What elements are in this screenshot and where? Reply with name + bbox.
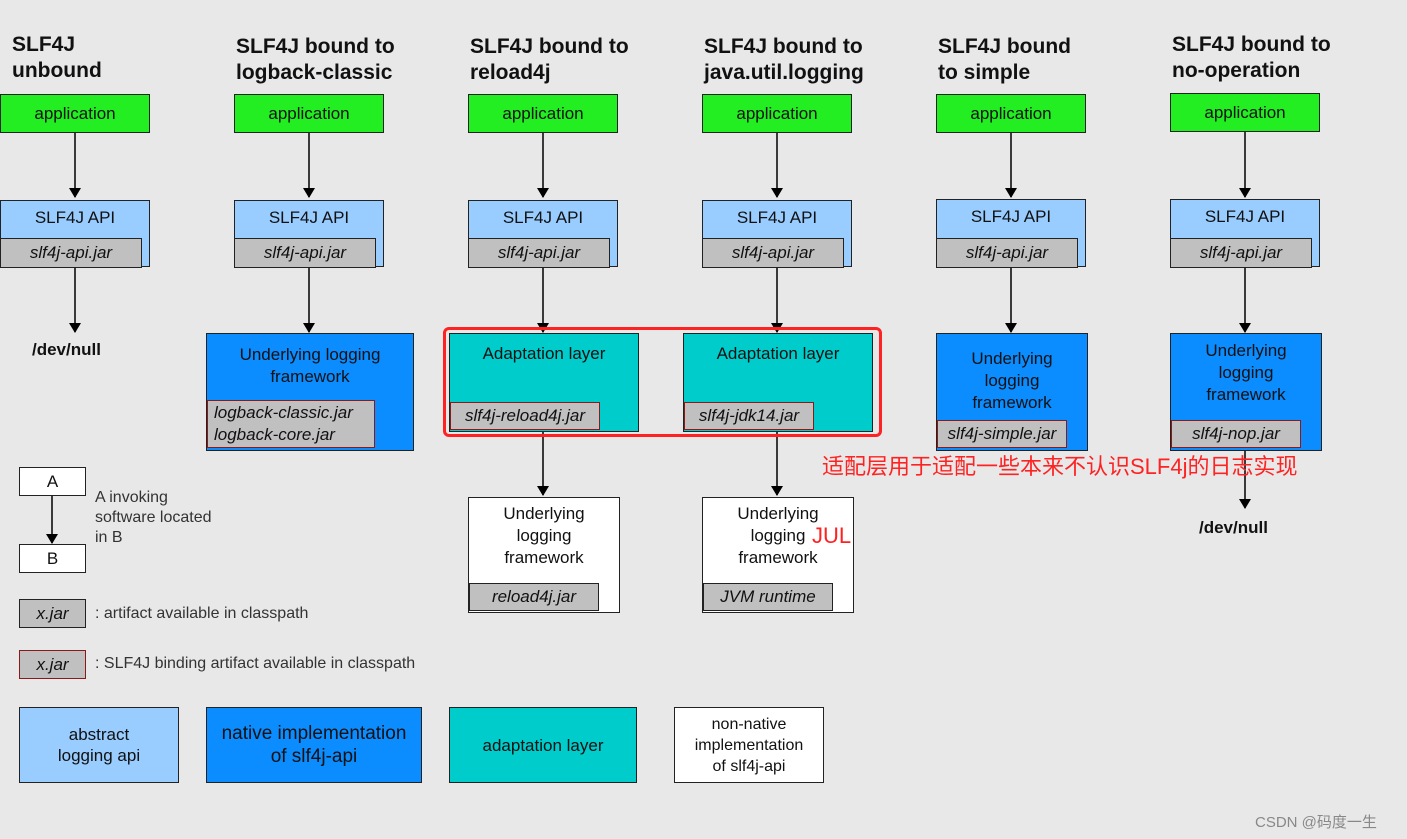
legend-abstract-box: abstract logging api: [19, 707, 179, 783]
column-title-unbound: SLF4J unbound: [12, 33, 102, 82]
dev-null-label: /dev/null: [32, 340, 101, 359]
watermark: CSDN @码度一生: [1255, 814, 1377, 831]
column-title-reload4j: SLF4J bound to reload4j: [470, 35, 629, 84]
slf4j-api-box: SLF4J API slf4j-api.jar: [936, 199, 1086, 268]
api-label: SLF4J API: [34, 208, 116, 227]
adaptation-jar: slf4j-reload4j.jar: [450, 402, 600, 430]
impl-jar: slf4j-simple.jar: [937, 420, 1067, 448]
api-jar: slf4j-api.jar: [1170, 238, 1312, 268]
legend-binding-desc: : SLF4J binding artifact available in cl…: [95, 655, 416, 672]
adaptation-label: Adaptation layer: [716, 344, 840, 363]
api-jar: slf4j-api.jar: [702, 238, 844, 268]
adaptation-jar: slf4j-jdk14.jar: [684, 402, 814, 430]
underlying-jar: JVM runtime: [703, 583, 833, 611]
legend-native-box: native implementation of slf4j-api: [206, 707, 422, 783]
legend-jar-desc: : artifact available in classpath: [95, 605, 309, 622]
slf4j-api-box: SLF4J API slf4j-api.jar: [0, 200, 150, 268]
legend-jar-sample: x.jar: [19, 599, 86, 628]
api-label: SLF4J API: [1204, 207, 1286, 226]
adaptation-label: Adaptation layer: [482, 344, 606, 363]
column-title-logback: SLF4J bound to logback-classic: [236, 35, 395, 84]
reload4j-adaptation-box: Adaptation layer slf4j-reload4j.jar: [449, 333, 639, 432]
adaptation-note: 适配层用于适配一些本来不认识SLF4j的日志实现: [822, 454, 1298, 479]
api-jar: slf4j-api.jar: [468, 238, 610, 268]
api-jar: slf4j-api.jar: [0, 238, 142, 268]
underlying-jar: reload4j.jar: [469, 583, 599, 611]
application-box: application: [936, 94, 1086, 133]
column-title-simple: SLF4J bound to simple: [938, 35, 1071, 84]
api-label: SLF4J API: [268, 208, 350, 227]
legend-a-box: A: [19, 467, 86, 496]
slf4j-api-box: SLF4J API slf4j-api.jar: [468, 200, 618, 268]
logback-framework-box: Underlying logging framework logback-cla…: [206, 333, 414, 451]
slf4j-api-box: SLF4J API slf4j-api.jar: [702, 200, 852, 268]
api-jar: slf4j-api.jar: [936, 238, 1078, 268]
impl-jar: slf4j-nop.jar: [1171, 420, 1301, 448]
api-label: SLF4J API: [736, 208, 818, 227]
column-title-jul: SLF4J bound to java.util.logging: [704, 35, 864, 84]
adaptation-highlight-frame: [443, 327, 882, 437]
legend-b-box: B: [19, 544, 86, 573]
nop-framework-box: Underlying logging framework slf4j-nop.j…: [1170, 333, 1322, 451]
application-box: application: [0, 94, 150, 133]
column-title-nop: SLF4J bound to no-operation: [1172, 33, 1331, 82]
api-jar: slf4j-api.jar: [234, 238, 376, 268]
slf4j-api-box: SLF4J API slf4j-api.jar: [234, 200, 384, 268]
dev-null-label: /dev/null: [1199, 518, 1268, 537]
legend-adaptation-box: adaptation layer: [449, 707, 637, 783]
jul-underlying-box: Underlying logging framework JVM runtime: [702, 497, 854, 613]
slf4j-api-box: SLF4J API slf4j-api.jar: [1170, 199, 1320, 268]
api-label: SLF4J API: [970, 207, 1052, 226]
application-box: application: [468, 94, 618, 133]
simple-framework-box: Underlying logging framework slf4j-simpl…: [936, 333, 1088, 451]
reload4j-underlying-box: Underlying logging framework reload4j.ja…: [468, 497, 620, 613]
application-box: application: [1170, 93, 1320, 132]
impl-label: Underlying logging framework: [971, 349, 1053, 412]
api-label: SLF4J API: [502, 208, 584, 227]
impl-label: Underlying logging framework: [1205, 341, 1287, 404]
legend-invoking-text: A invoking software located in B: [95, 489, 212, 546]
legend-binding-sample: x.jar: [19, 650, 86, 679]
application-box: application: [702, 94, 852, 133]
application-box: application: [234, 94, 384, 133]
impl-label: Underlying logging framework: [239, 345, 381, 386]
jul-note: JUL: [812, 523, 852, 548]
jul-adaptation-box: Adaptation layer slf4j-jdk14.jar: [683, 333, 873, 432]
legend-nonnative-box: non-native implementation of slf4j-api: [674, 707, 824, 783]
impl-jar: logback-classic.jar logback-core.jar: [207, 400, 375, 448]
underlying-label: Underlying logging framework: [503, 504, 585, 567]
underlying-label: Underlying logging framework: [737, 504, 819, 567]
